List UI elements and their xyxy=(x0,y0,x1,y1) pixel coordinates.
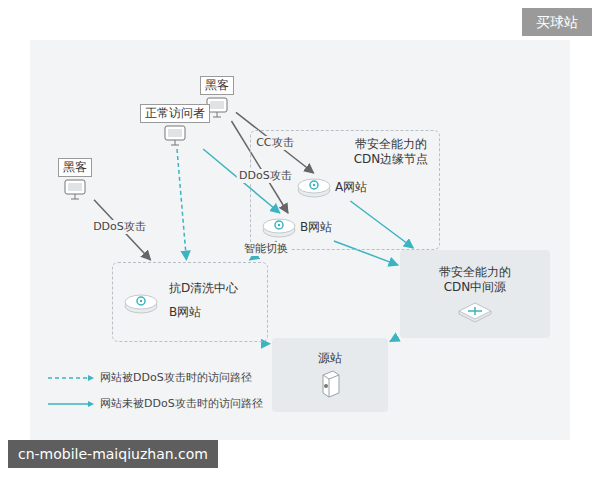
tile-icon xyxy=(455,298,495,324)
platform-label: 源站 xyxy=(318,351,342,366)
icon xyxy=(315,366,345,399)
icon xyxy=(62,177,88,201)
actor-node: 黑客 xyxy=(58,158,92,201)
monitor-icon xyxy=(62,179,88,201)
monitor-icon xyxy=(162,125,188,147)
disc-icon xyxy=(296,175,332,199)
region-heading: B网站 xyxy=(169,305,201,320)
connector xyxy=(334,241,398,265)
watermark: cn-mobile-maiqiuzhan.com xyxy=(8,440,218,468)
icon xyxy=(296,175,332,199)
actor-label: 正常访问者 xyxy=(140,104,210,123)
platform-label: 带安全能力的 CDN中间源 xyxy=(430,265,520,295)
corner-badge: 买球站 xyxy=(522,8,592,36)
site-label: A网站 xyxy=(335,180,367,195)
region-box: 抗D清洗中心 B网站 xyxy=(112,262,268,342)
edge-label: DDoS攻击 xyxy=(237,169,294,183)
connector xyxy=(390,337,398,341)
icon xyxy=(261,215,297,239)
server-icon xyxy=(315,369,345,399)
site-node: B网站 xyxy=(261,215,332,239)
disc-icon xyxy=(261,215,297,239)
connector xyxy=(177,149,186,260)
edge-label: DDoS攻击 xyxy=(91,220,148,234)
actor-node: 正常访问者 xyxy=(140,104,210,147)
legend-arrow xyxy=(88,375,94,381)
actor-label: 黑客 xyxy=(200,76,234,95)
platform-box: 带安全能力的 CDN中间源 xyxy=(400,250,550,338)
disc-icon xyxy=(123,291,159,315)
region-heading: 带安全能力的 CDN边缘节点 xyxy=(349,137,433,167)
legend-solid-sample xyxy=(48,403,92,405)
legend-dashed-sample xyxy=(48,377,92,379)
actor-label: 黑客 xyxy=(58,158,92,177)
site-node: A网站 xyxy=(296,175,367,199)
connector xyxy=(350,201,413,248)
platform-box: 源站 xyxy=(272,338,388,412)
legend-text: 网站未被DDoS攻击时的访问路径 xyxy=(100,396,263,411)
edge-label: 智能切换 xyxy=(242,242,290,256)
legend-text: 网站被DDoS攻击时的访问路径 xyxy=(100,370,252,385)
icon xyxy=(162,123,188,147)
panel xyxy=(30,40,570,440)
connector xyxy=(236,112,314,173)
legend-arrow xyxy=(88,401,94,407)
site-label: B网站 xyxy=(300,220,332,235)
region-heading: 抗D清洗中心 xyxy=(169,281,238,296)
icon xyxy=(123,291,159,315)
icon xyxy=(455,295,495,324)
edge-label: CC攻击 xyxy=(254,136,295,150)
